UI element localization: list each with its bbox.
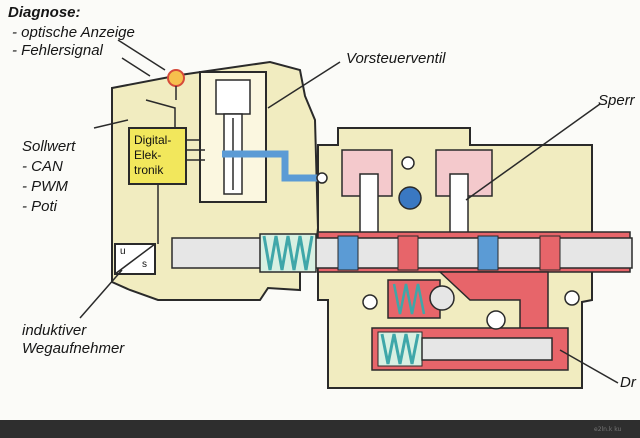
sensor-label-line1: induktiver bbox=[22, 322, 87, 339]
signal-wiring bbox=[145, 99, 176, 128]
spool-land-1 bbox=[337, 235, 359, 271]
electronics-line3: tronik bbox=[134, 163, 164, 177]
compensator-spring bbox=[380, 333, 420, 365]
spool-land-4 bbox=[539, 235, 561, 271]
led-indicator-icon bbox=[167, 69, 185, 87]
pilot-valve-label: Vorsteuerventil bbox=[346, 50, 446, 67]
screen-bezel bbox=[0, 420, 640, 438]
leader-blocking-valve bbox=[465, 103, 601, 201]
shuttle-valve-right bbox=[449, 173, 469, 235]
spool-land-2 bbox=[397, 235, 419, 271]
setpoint-can: - CAN bbox=[22, 158, 63, 175]
diagnose-error-label: - Fehlersignal bbox=[12, 42, 103, 59]
shuttle-valve-left bbox=[359, 173, 379, 235]
diagnose-title: Diagnose: bbox=[8, 4, 81, 21]
main-spring bbox=[262, 235, 314, 271]
setpoint-pwm: - PWM bbox=[22, 178, 68, 195]
spool-land-3 bbox=[477, 235, 499, 271]
comp-port bbox=[486, 310, 506, 330]
sensor-box-s: s bbox=[142, 259, 147, 270]
leader-sensor bbox=[79, 269, 123, 319]
sensor-box-diagonal bbox=[114, 243, 156, 275]
leader-error-signal bbox=[121, 57, 151, 77]
leader-setpoint bbox=[93, 119, 129, 129]
sensor-box-u: u bbox=[120, 246, 126, 257]
leader-lines bbox=[79, 39, 619, 384]
pilot-solenoid bbox=[215, 79, 251, 115]
relief-ball bbox=[429, 285, 455, 311]
port-left bbox=[362, 294, 378, 310]
compensator-spool bbox=[421, 337, 553, 361]
corner-watermark: e2ln.k ku bbox=[594, 426, 622, 433]
pressure-label: Dr bbox=[620, 374, 636, 391]
relief-spring bbox=[392, 283, 426, 315]
pilot-line-port bbox=[316, 172, 328, 184]
sensor-label-line2: Wegaufnehmer bbox=[22, 340, 125, 357]
tank-port bbox=[398, 186, 422, 210]
port-top bbox=[401, 156, 415, 170]
diagnose-optical-label: - optische Anzeige bbox=[12, 24, 135, 41]
pilot-oil-line bbox=[222, 150, 322, 182]
electronics-line1: Digital- bbox=[134, 133, 172, 147]
port-right bbox=[564, 290, 580, 306]
leader-optical-display bbox=[117, 39, 166, 71]
leader-pilot-valve bbox=[267, 61, 341, 109]
setpoint-title: Sollwert bbox=[22, 138, 76, 155]
electronics-wiring bbox=[186, 139, 205, 161]
setpoint-poti: - Poti bbox=[22, 198, 58, 215]
blocking-valve-label: Sperr bbox=[598, 92, 635, 109]
electronics-line2: Elek- bbox=[134, 148, 162, 162]
leader-pressure bbox=[559, 349, 619, 384]
